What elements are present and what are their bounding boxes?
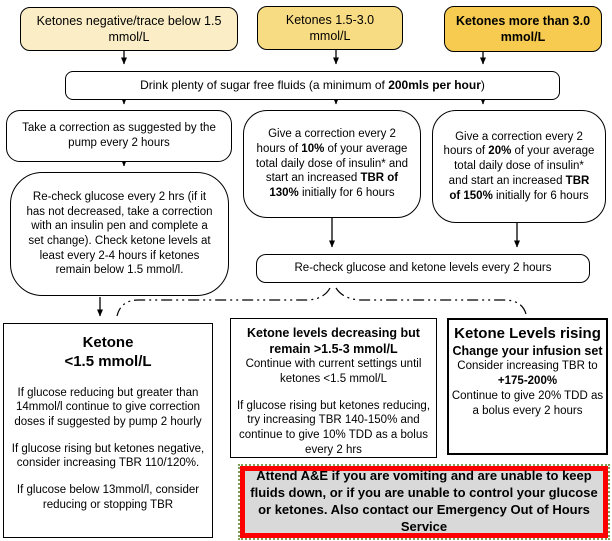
emergency-warning-text: Attend A&E if you are vomiting and are u… (250, 468, 598, 534)
emergency-warning-box: Attend A&E if you are vomiting and are u… (238, 464, 610, 540)
drink-fluids-box: Drink plenty of sugar free fluids (a min… (65, 71, 560, 100)
drink-fluids-text: Drink plenty of sugar free fluids (a min… (140, 77, 485, 92)
outcome-ketone-decreasing-title: Ketone levels decreasing but remain >1.5… (247, 326, 420, 356)
start-ketones-mid-label: Ketones 1.5-3.0 mmol/L (285, 13, 375, 43)
take-correction-box: Take a correction as suggested by the pu… (6, 110, 232, 162)
dashed-branch-right (335, 287, 527, 315)
outcome-ketone-decreasing-body: Continue with current settings until ket… (236, 358, 431, 456)
outcome-ketone-low-box: Ketone <1.5 mmol/L If glucose reducing b… (3, 323, 213, 538)
outcome-ketone-low-title-line1: Ketone (82, 334, 134, 351)
outcome-ketone-decreasing-box: Ketone levels decreasing but remain >1.5… (230, 318, 437, 458)
recheck-glucose-ketones-text: Re-check glucose and ketone levels every… (294, 262, 552, 275)
give-correction-20-text: Give a correction every 2 hours of 20% o… (443, 130, 595, 202)
outcome-ketone-low-title: Ketone <1.5 mmol/L (10, 334, 206, 372)
outcome-ketone-rising-box: Ketone Levels rising Change your infusio… (447, 318, 608, 455)
give-correction-20-box: Give a correction every 2 hours of 20% o… (432, 110, 606, 223)
recheck-glucose-ketones-box: Re-check glucose and ketone levels every… (256, 254, 590, 283)
outcome-ketone-rising-body: Consider increasing TBR to +175-200%Cont… (451, 360, 604, 417)
outcome-ketone-rising-subtitle: Change your infusion set (452, 343, 603, 358)
outcome-ketone-low-body: If glucose reducing but greater than 14m… (11, 386, 205, 511)
start-ketones-high-label: Ketones more than 3.0 mmol/L (455, 14, 591, 44)
start-ketones-mid-box: Ketones 1.5-3.0 mmol/L (257, 6, 403, 50)
start-ketones-negative-box: Ketones negative/trace below 1.5 mmol/L (20, 7, 238, 51)
start-ketones-negative-label: Ketones negative/trace below 1.5 mmol/L (36, 14, 222, 44)
outcome-ketone-rising-title: Ketone Levels rising (454, 325, 601, 342)
recheck-glucose-box: Re-check glucose every 2 hrs (if it has … (10, 172, 229, 296)
give-correction-10-box: Give a correction every 2 hours of 10% o… (243, 110, 421, 218)
outcome-ketone-low-title-line2: <1.5 mmol/L (64, 352, 152, 370)
start-ketones-high-box: Ketones more than 3.0 mmol/L (444, 6, 602, 52)
take-correction-text: Take a correction as suggested by the pu… (22, 122, 216, 149)
give-correction-10-text: Give a correction every 2 hours of 10% o… (255, 128, 409, 200)
recheck-glucose-text: Re-check glucose every 2 hrs (if it has … (26, 190, 213, 277)
